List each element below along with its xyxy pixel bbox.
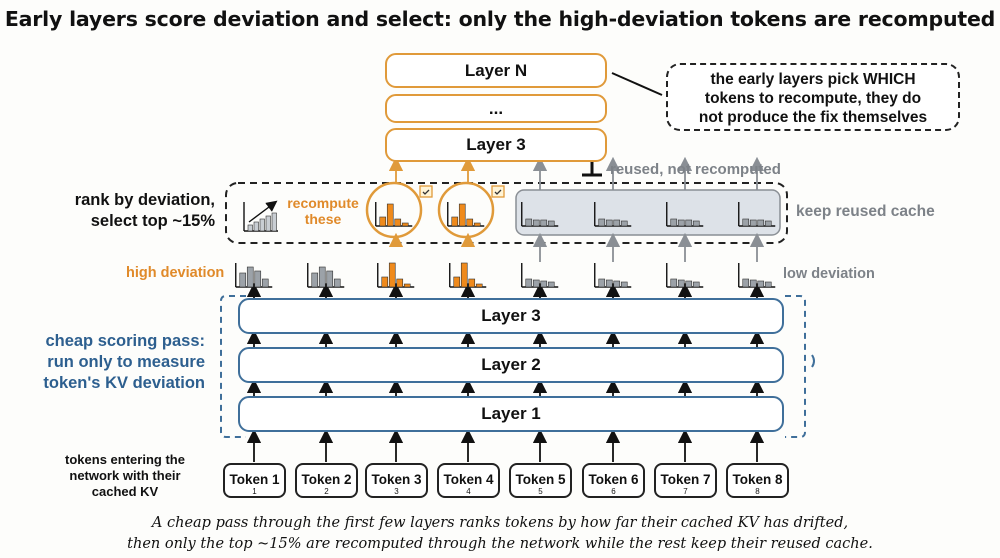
scoring-pass-label: cheap scoring pass: run only to measure …	[10, 331, 205, 394]
scoring-label-line-2: run only to measure	[47, 353, 205, 371]
tokens-label-line-3: cached KV	[91, 484, 159, 499]
token-index: 5	[538, 487, 543, 496]
reused-histogram-8	[738, 202, 776, 227]
high-deviation-label: high deviation	[126, 265, 225, 281]
layer-3-top-box: Layer 3	[385, 128, 607, 162]
deviation-histogram-2	[307, 263, 345, 288]
selected-histogram-3	[375, 202, 413, 227]
token-index: 3	[394, 487, 399, 496]
deviation-histogram-4	[449, 262, 487, 288]
token-label: Token 4	[443, 472, 494, 487]
token-label: Token 2	[301, 472, 352, 487]
scoring-label-line-3: token's KV deviation	[43, 374, 205, 392]
tokens-label-line-1: tokens entering the	[65, 452, 185, 467]
scoring-label-line-1: cheap scoring pass:	[45, 332, 205, 350]
recompute-label: recompute these	[283, 195, 363, 227]
token-index: 6	[611, 487, 616, 496]
deviation-histogram-3	[377, 262, 415, 288]
page-title: Early layers score deviation and select:…	[4, 7, 996, 31]
callout-line-2: tokens to recompute, they do	[704, 90, 922, 107]
tokens-label-line-2: network with their	[69, 468, 181, 483]
layer-n-box: Layer N	[385, 53, 607, 88]
deviation-histogram-7	[666, 263, 704, 288]
scoring-layer-2: Layer 2	[238, 347, 784, 383]
scoring-region-outline	[220, 295, 246, 438]
rank-chart-icon	[243, 200, 278, 232]
token-index: 1	[252, 487, 257, 496]
layer-n-label: Layer N	[464, 60, 528, 80]
token-index: 2	[324, 487, 329, 496]
tokens-entering-label: tokens entering the network with their c…	[40, 452, 210, 500]
recompute-label-line-1: recompute	[287, 195, 359, 211]
rank-label: rank by deviation, select top ~15%	[40, 190, 215, 232]
deviation-histogram-5	[521, 263, 559, 288]
token-index: 4	[466, 487, 471, 496]
callout-box: the early layers pick WHICH tokens to re…	[666, 63, 960, 131]
token-index: 8	[755, 487, 760, 496]
reused-histogram-6	[594, 202, 632, 227]
caption-line-1: A cheap pass through the first few layer…	[151, 515, 849, 531]
deviation-histogram-1	[235, 263, 273, 288]
scoring-layer-1-label: Layer 1	[481, 404, 541, 423]
reused-not-recomputed-label: reused, not recomputed	[610, 161, 781, 178]
reused-histogram-5	[521, 202, 559, 227]
keep-reused-label: keep reused cache	[796, 203, 935, 220]
selection-region	[225, 182, 788, 244]
rank-label-line-2: select top ~15%	[90, 212, 215, 230]
layer-ellipsis-label: ...	[488, 98, 504, 118]
callout-line-1: the early layers pick WHICH	[710, 71, 916, 88]
token-label: Token 3	[371, 472, 422, 487]
token-label: Token 7	[660, 472, 711, 487]
deviation-histogram-6	[594, 263, 632, 288]
reused-cache-box	[515, 189, 781, 236]
layer-3-top-label: Layer 3	[466, 135, 526, 154]
scoring-layer-1: Layer 1	[238, 396, 784, 432]
rank-label-line-1: rank by deviation,	[74, 191, 215, 209]
reused-histogram-7	[666, 202, 704, 227]
token-index: 7	[683, 487, 688, 496]
deviation-histogram-8	[738, 263, 776, 288]
layer-ellipsis-box: ...	[385, 94, 607, 123]
scoring-layer-3: Layer 3	[238, 298, 784, 334]
low-deviation-label: low deviation	[783, 266, 875, 282]
selected-histogram-4	[447, 202, 485, 227]
recompute-label-line-2: these	[304, 211, 342, 227]
token-label: Token 5	[515, 472, 566, 487]
caption-line-2: then only the top ~15% are recomputed th…	[127, 536, 873, 552]
check-badge-icon-4	[491, 185, 505, 198]
callout-line-3: not produce the fix themselves	[698, 109, 928, 126]
scoring-layer-2-label: Layer 2	[481, 355, 541, 374]
scoring-layer-3-label: Layer 3	[481, 306, 541, 325]
check-badge-icon-3	[419, 185, 433, 198]
token-label: Token 1	[229, 472, 280, 487]
token-label: Token 8	[732, 472, 783, 487]
token-label: Token 6	[588, 472, 639, 487]
